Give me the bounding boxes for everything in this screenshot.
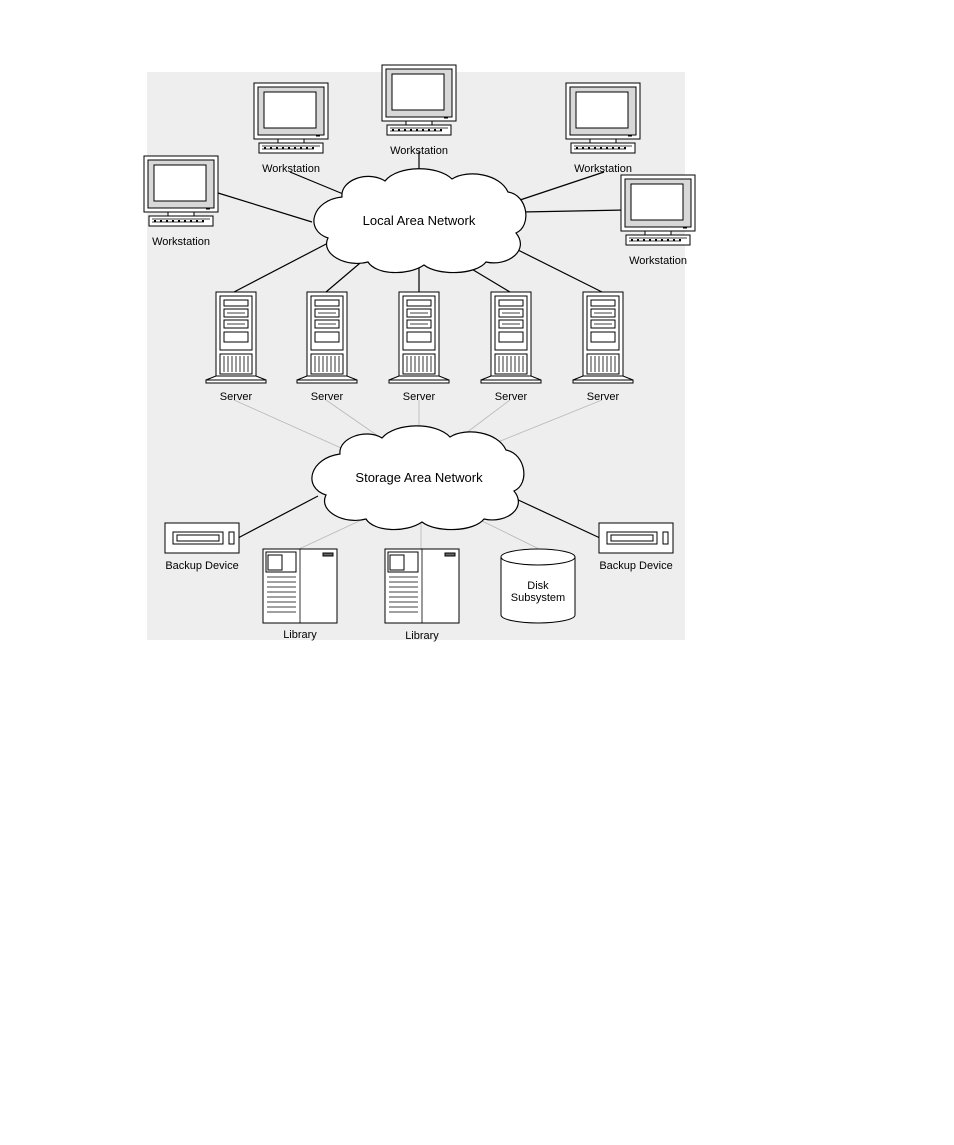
san-label: Storage Area Network — [355, 470, 483, 485]
server-label: Server — [587, 391, 620, 403]
backup-device-label: Backup Device — [165, 560, 238, 572]
disk-subsystem[interactable]: Disk Subsystem — [501, 549, 575, 623]
backup-device-left[interactable]: Backup Device — [165, 523, 239, 572]
lan-label: Local Area Network — [363, 213, 476, 228]
disk-label-line2: Subsystem — [511, 592, 565, 604]
workstation-label: Workstation — [262, 163, 320, 175]
disk-label-line1: Disk — [527, 580, 549, 592]
backup-device-label: Backup Device — [599, 560, 672, 572]
library-label: Library — [405, 630, 439, 642]
workstation-label: Workstation — [574, 163, 632, 175]
server-label: Server — [220, 391, 253, 403]
workstation-label: Workstation — [390, 145, 448, 157]
server-label: Server — [403, 391, 436, 403]
server-label: Server — [495, 391, 528, 403]
workstation-label: Workstation — [629, 255, 687, 267]
workstation-label: Workstation — [152, 236, 210, 248]
backup-device-right[interactable]: Backup Device — [599, 523, 673, 572]
library-label: Library — [283, 629, 317, 641]
server-label: Server — [311, 391, 344, 403]
